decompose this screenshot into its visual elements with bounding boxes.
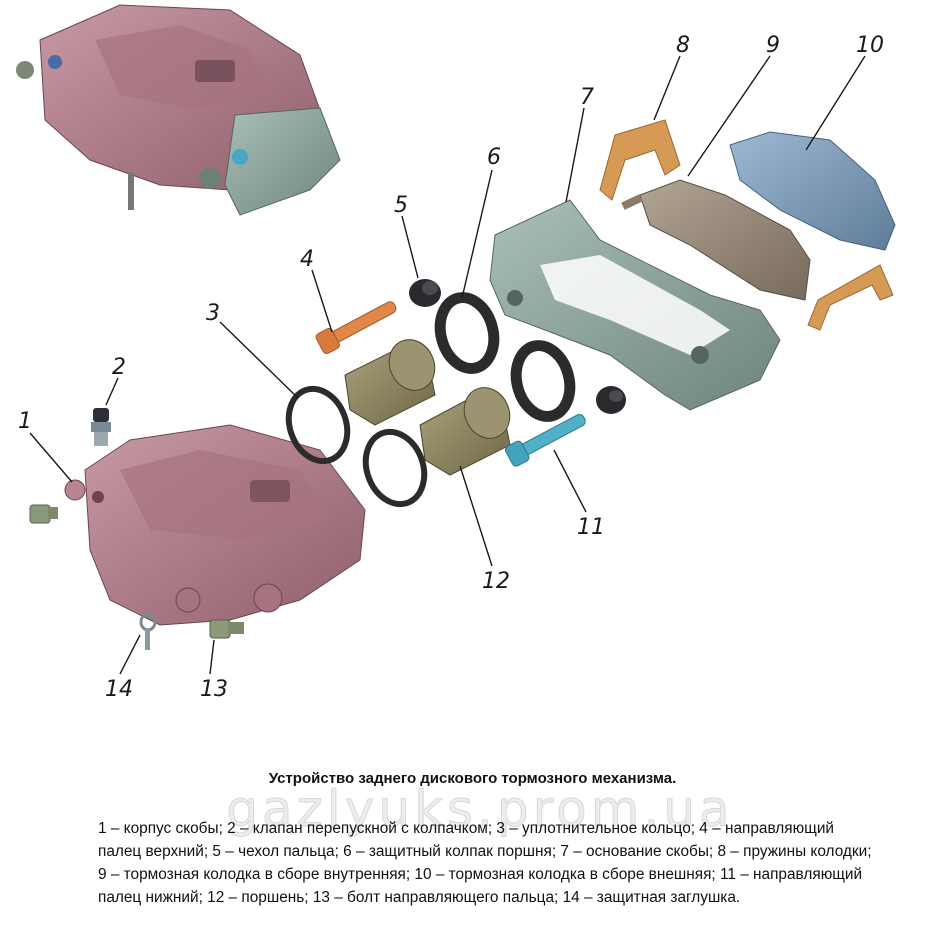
callout-11: 11: [577, 515, 605, 540]
caliper-body: [64, 424, 366, 626]
assembled-caliper: [16, 4, 341, 216]
callout-7: 7: [580, 85, 594, 110]
callout-8: 8: [676, 33, 690, 58]
caliper-bracket: [489, 199, 781, 411]
callout-12: 12: [482, 569, 510, 594]
pad-spring-upper: [599, 119, 681, 201]
sealing-ring-2: [362, 428, 428, 508]
caption-body: 1 – корпус скобы; 2 – клапан перепускной…: [98, 820, 872, 906]
protective-plug: [139, 612, 157, 650]
callout-4: 4: [300, 247, 314, 272]
callout-5: 5: [394, 193, 408, 218]
guide-pin-upper: [315, 301, 397, 355]
callout-9: 9: [766, 33, 780, 58]
leader-lines: [29, 55, 866, 675]
piston-upper: [344, 339, 436, 426]
callout-13: 13: [200, 677, 228, 702]
callout-6: 6: [487, 145, 501, 170]
sealing-ring: [285, 385, 351, 465]
callout-numbers: 1 2 3 4 5 6 7 8 9 10 11 12 13 14: [18, 33, 884, 702]
piston-boot-upper: [434, 292, 500, 374]
callout-1: 1: [18, 409, 32, 434]
caliper-bolt: [29, 504, 58, 524]
piston-boot-lower: [510, 340, 576, 422]
callout-10: 10: [856, 33, 884, 58]
pin-boot-upper: [409, 279, 441, 307]
brake-pad-inner: [621, 179, 811, 301]
piston-lower: [419, 387, 511, 476]
guide-pin-lower: [504, 413, 586, 467]
pin-boot-lower: [596, 386, 626, 414]
bleeder-valve: [91, 408, 111, 446]
callout-14: 14: [105, 677, 133, 702]
callout-2: 2: [112, 355, 126, 380]
pad-spring-lower: [807, 264, 894, 331]
guide-pin-bolt: [209, 619, 244, 639]
brake-exploded-diagram: 1 2 3 4 5 6 7 8 9 10 11 12 13 14: [16, 4, 896, 702]
callout-3: 3: [206, 301, 220, 326]
brake-pad-outer: [729, 131, 896, 251]
caption-title: Устройство заднего дискового тормозного …: [268, 770, 677, 787]
